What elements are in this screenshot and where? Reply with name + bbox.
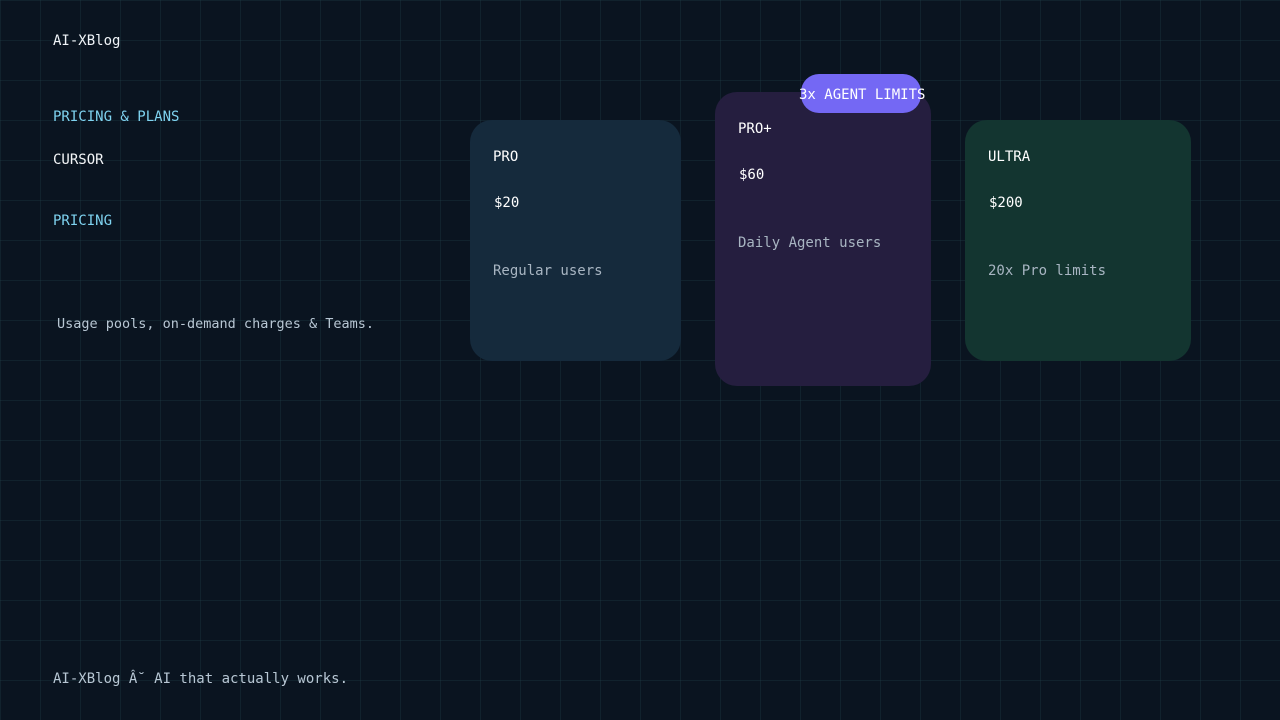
plan-badge-label: 3x AGENT LIMITS [799,87,926,103]
plan-name: ULTRA [988,149,1031,165]
brand-logo-text[interactable]: AI-XBlog [53,33,121,49]
plan-card-ultra[interactable]: ULTRA $200 20x Pro limits [965,120,1191,361]
section-kicker: PRICING & PLANS [53,109,180,125]
page-title-line1: CURSOR [53,152,104,168]
plan-card-pro-plus[interactable]: PRO+ $60 Daily Agent users [715,92,931,386]
plan-price: $60 [739,167,765,183]
plan-description: Regular users [493,263,603,279]
plan-name: PRO [493,149,519,165]
plan-name: PRO+ [738,121,772,137]
plan-description: 20x Pro limits [988,263,1107,279]
page-title-line2: PRICING [53,213,113,229]
page-subtitle: Usage pools, on-demand charges & Teams. [57,316,374,332]
plan-description: Daily Agent users [738,235,882,251]
plan-card-pro[interactable]: PRO $20 Regular users [470,120,681,361]
footer-tagline: AI-XBlog Â˘ AI that actually works. [53,671,349,687]
plan-price: $200 [989,195,1023,211]
plan-badge: 3x AGENT LIMITS [799,74,925,113]
plan-price: $20 [494,195,520,211]
